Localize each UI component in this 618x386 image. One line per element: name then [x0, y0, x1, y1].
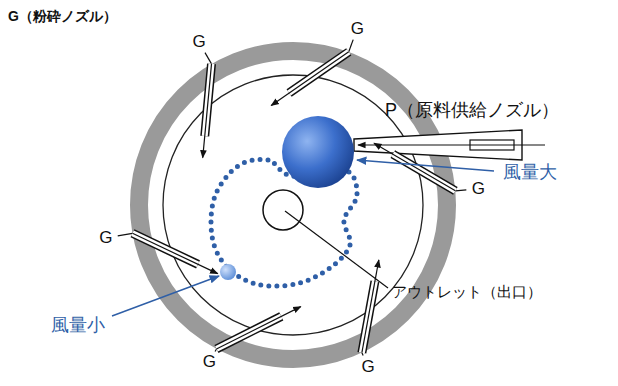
leader-line [362, 353, 363, 356]
leader-line [357, 160, 494, 171]
large-particle [282, 116, 354, 188]
part-name: アウトレット（出口） [392, 283, 542, 300]
legend-note: G（粉砕ノズル） [8, 8, 117, 24]
jet-arrow [132, 233, 217, 273]
jet-arrow [271, 52, 349, 106]
leader-line [118, 233, 133, 236]
leader-line [112, 276, 219, 316]
jet-arrow [362, 260, 379, 353]
small-particle [220, 264, 236, 280]
housing-ring [139, 51, 447, 359]
nozzle-label: G [472, 179, 485, 199]
airflow-label: 風量大 [503, 162, 557, 183]
part-name: P（原料供給ノズル） [385, 100, 559, 121]
nozzle-label: G [192, 32, 205, 52]
leader-line [215, 349, 216, 352]
nozzle-label: G [203, 352, 216, 372]
leader-line [205, 53, 212, 64]
nozzle-label: G [351, 19, 364, 39]
feed-arrow [358, 144, 545, 145]
nozzle-label: G [362, 357, 375, 377]
airflow-label: 風量小 [51, 315, 105, 336]
outlet-circle [263, 190, 303, 230]
leader-line [455, 189, 466, 191]
jet-arrow [216, 307, 300, 349]
nozzle-label: G [99, 228, 112, 248]
leader-line [285, 211, 388, 288]
chamber-wall [163, 75, 423, 335]
leader-line [349, 40, 353, 52]
jet-arrow [203, 64, 212, 158]
